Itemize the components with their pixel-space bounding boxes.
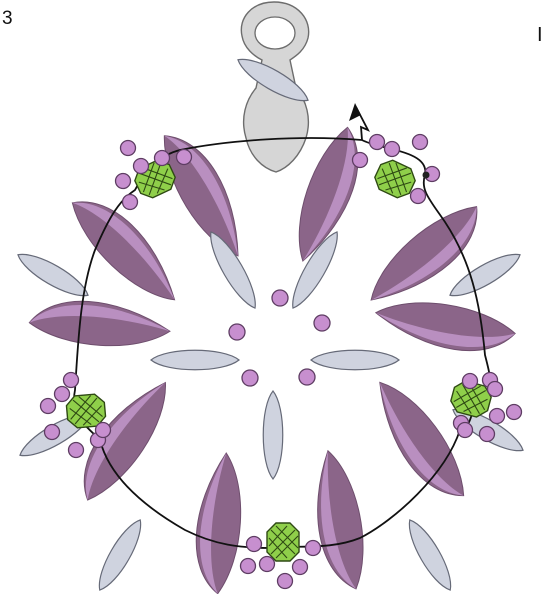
petal	[372, 286, 518, 364]
seed-bead	[463, 374, 478, 389]
petal	[356, 198, 495, 314]
seed-bead	[488, 382, 503, 397]
inner-leaf	[311, 350, 399, 370]
petal	[63, 372, 186, 507]
seed-bead	[353, 153, 368, 168]
seed-bead	[370, 135, 385, 150]
seed-bead	[247, 537, 262, 552]
center-seed-bead	[314, 315, 330, 331]
outer-leaf	[91, 515, 148, 594]
crystal-bead	[267, 523, 299, 561]
seed-bead	[177, 150, 192, 165]
inner-leaf	[263, 391, 283, 479]
center-seed-bead	[229, 324, 245, 340]
petal	[186, 450, 253, 594]
seed-bead	[121, 141, 136, 156]
outer-leaf	[13, 246, 93, 303]
center-seed-bead	[242, 370, 258, 386]
seed-bead	[306, 541, 321, 556]
seed-bead	[123, 195, 138, 210]
center-seed-bead	[299, 369, 315, 385]
seed-bead	[411, 189, 426, 204]
seed-bead	[413, 135, 428, 150]
seed-bead	[480, 427, 495, 442]
seed-bead	[155, 151, 170, 166]
seed-bead	[64, 373, 79, 388]
seed-bead	[260, 557, 275, 572]
petal	[27, 291, 172, 358]
inner-leaf	[151, 350, 239, 370]
seed-bead	[385, 142, 400, 157]
outer-leaf	[401, 515, 458, 594]
seed-bead	[458, 423, 473, 438]
seed-bead	[116, 174, 131, 189]
petal	[312, 448, 367, 591]
seed-bead	[55, 387, 70, 402]
seed-bead	[490, 409, 505, 424]
seed-bead	[278, 574, 293, 589]
seed-bead	[96, 423, 111, 438]
seed-bead	[134, 159, 149, 174]
seed-bead	[241, 559, 256, 574]
thread-knot	[423, 172, 430, 179]
seed-bead	[69, 443, 84, 458]
seed-bead	[293, 560, 308, 575]
seed-bead	[507, 405, 522, 420]
seed-bead	[41, 399, 56, 414]
center-seed-bead	[272, 290, 288, 306]
seed-bead	[45, 425, 60, 440]
petal	[154, 122, 252, 267]
